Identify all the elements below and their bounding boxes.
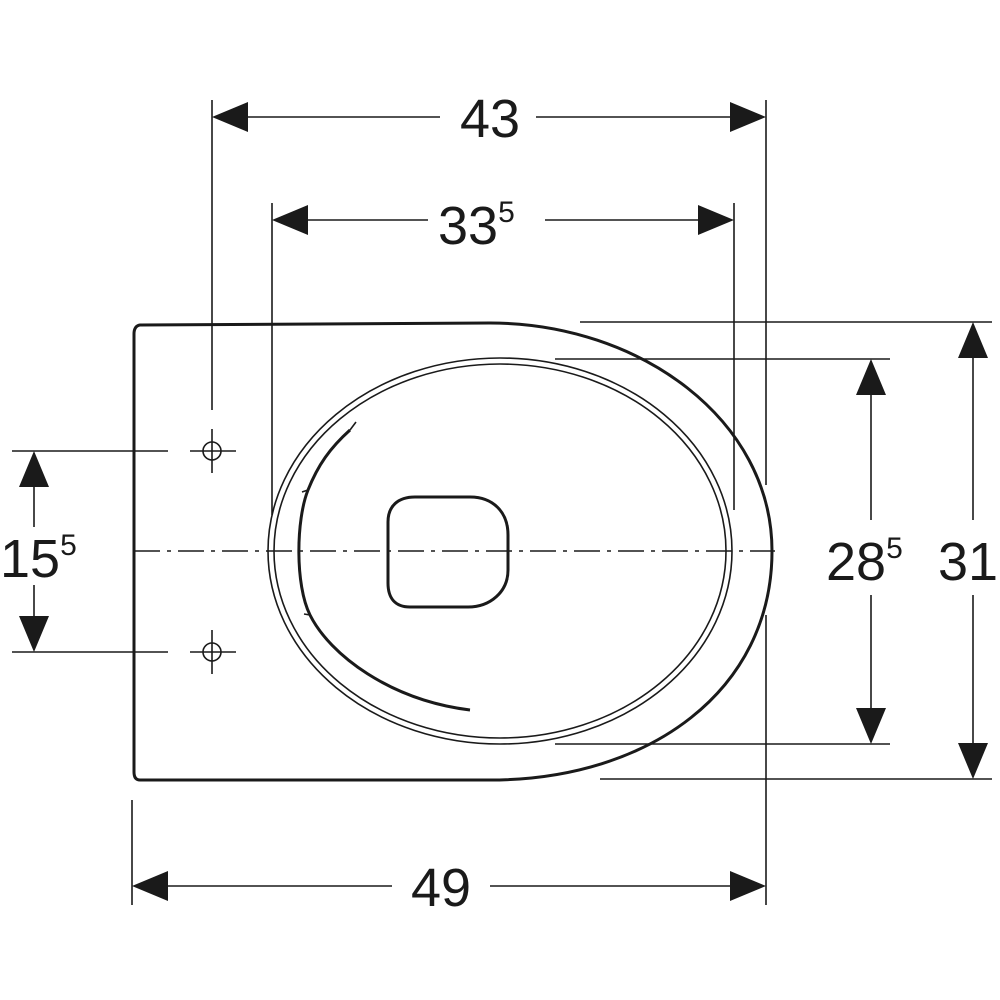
dim-335-main: 33 <box>438 196 498 256</box>
dimension-depth-outer: 31 <box>938 322 998 779</box>
dimension-width-top-inner: 335 <box>272 196 734 256</box>
dim-285-main: 28 <box>826 532 886 592</box>
dim-43-main: 43 <box>460 89 520 149</box>
mounting-hole-upper <box>190 429 236 473</box>
dimension-width-top-outer: 43 <box>212 89 766 149</box>
dimension-depth-inner: 285 <box>826 359 903 744</box>
dim-31-main: 31 <box>938 532 998 592</box>
svg-text:155: 155 <box>0 529 77 589</box>
svg-text:285: 285 <box>826 532 903 592</box>
bowl-opening-edge <box>301 421 357 616</box>
svg-text:43: 43 <box>460 89 520 149</box>
svg-text:49: 49 <box>411 858 471 918</box>
dim-155-main: 15 <box>0 529 60 589</box>
mounting-hole-lower <box>190 630 236 674</box>
dimension-width-total: 49 <box>132 858 766 918</box>
drain-outline <box>386 495 510 609</box>
dim-285-sup: 5 <box>886 532 903 565</box>
dim-335-sup: 5 <box>498 196 515 229</box>
dim-49-main: 49 <box>411 858 471 918</box>
dimension-hole-spacing: 155 <box>0 451 77 652</box>
bowl-outline <box>132 321 774 782</box>
bowl-opening <box>297 428 471 712</box>
svg-text:31: 31 <box>938 532 998 592</box>
svg-text:335: 335 <box>438 196 515 256</box>
dim-155-sup: 5 <box>60 529 77 562</box>
